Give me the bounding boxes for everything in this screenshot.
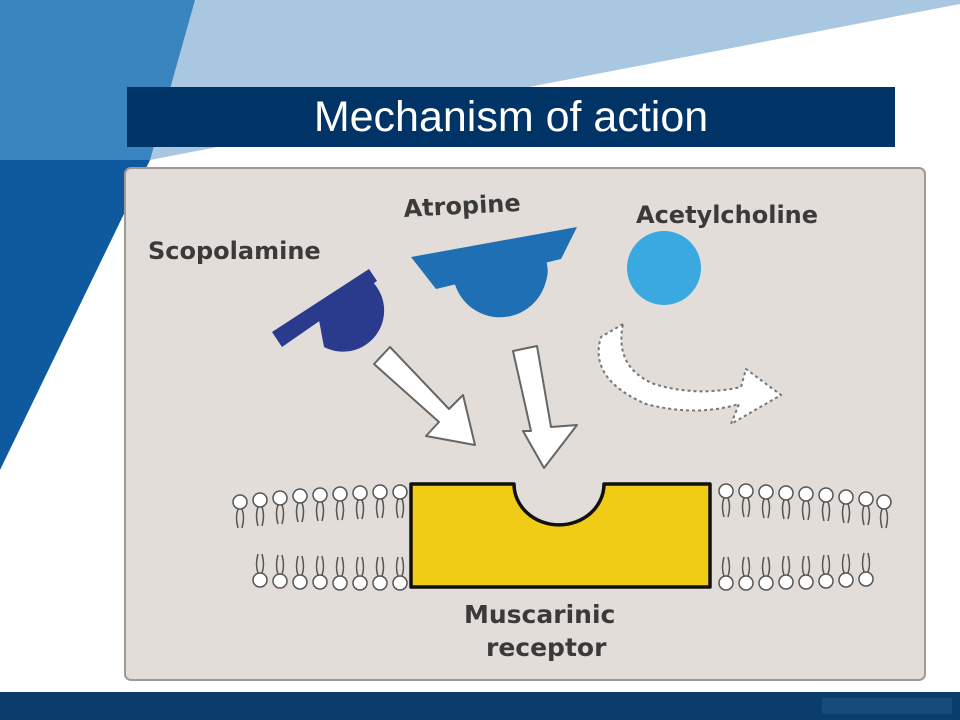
membrane-right-upper — [718, 483, 892, 529]
receptor-label-line2: receptor — [486, 633, 607, 662]
atropine-molecule — [411, 227, 577, 318]
acetylcholine-label: Acetylcholine — [636, 201, 818, 229]
footer-accent — [822, 698, 952, 714]
footer-bar — [0, 692, 960, 720]
scopolamine-molecule — [272, 269, 385, 352]
slide-title: Mechanism of action — [313, 93, 709, 141]
acetylcholine-molecule — [627, 231, 701, 305]
scopolamine-arrow — [373, 346, 476, 446]
diagram-panel: Scopolamine Atropine Acetylcholine — [124, 167, 926, 681]
receptor-label-line1: Muscarinic — [464, 600, 615, 629]
membrane-right-lower — [718, 552, 874, 591]
atropine-label: Atropine — [403, 189, 521, 223]
membrane-left-upper — [232, 484, 408, 529]
scopolamine-label: Scopolamine — [148, 237, 321, 265]
muscarinic-receptor — [409, 482, 712, 589]
membrane-left-lower — [252, 553, 408, 591]
title-bar: Mechanism of action — [127, 87, 895, 147]
atropine-arrow — [512, 345, 578, 469]
bg-dark-blue-wedge — [0, 160, 150, 470]
mechanism-diagram: Scopolamine Atropine Acetylcholine — [148, 189, 892, 662]
acetylcholine-deflect-arrow — [597, 323, 782, 425]
